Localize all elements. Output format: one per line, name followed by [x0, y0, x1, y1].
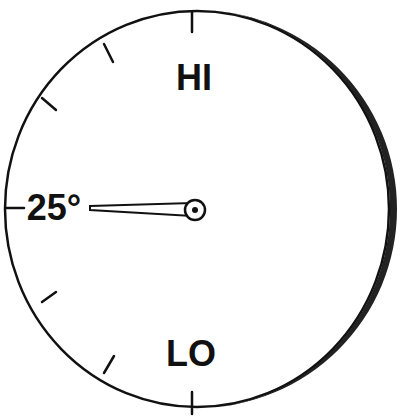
- dial-needle: [90, 203, 192, 216]
- reading-value: 25°: [27, 190, 81, 226]
- scale-high-label: HI: [176, 60, 212, 96]
- dial-face: [5, 11, 389, 407]
- scale-low-label: LO: [166, 336, 216, 372]
- needle-pivot: [192, 207, 198, 213]
- needle-hub: [185, 200, 205, 220]
- dial-ticks: [6, 12, 192, 414]
